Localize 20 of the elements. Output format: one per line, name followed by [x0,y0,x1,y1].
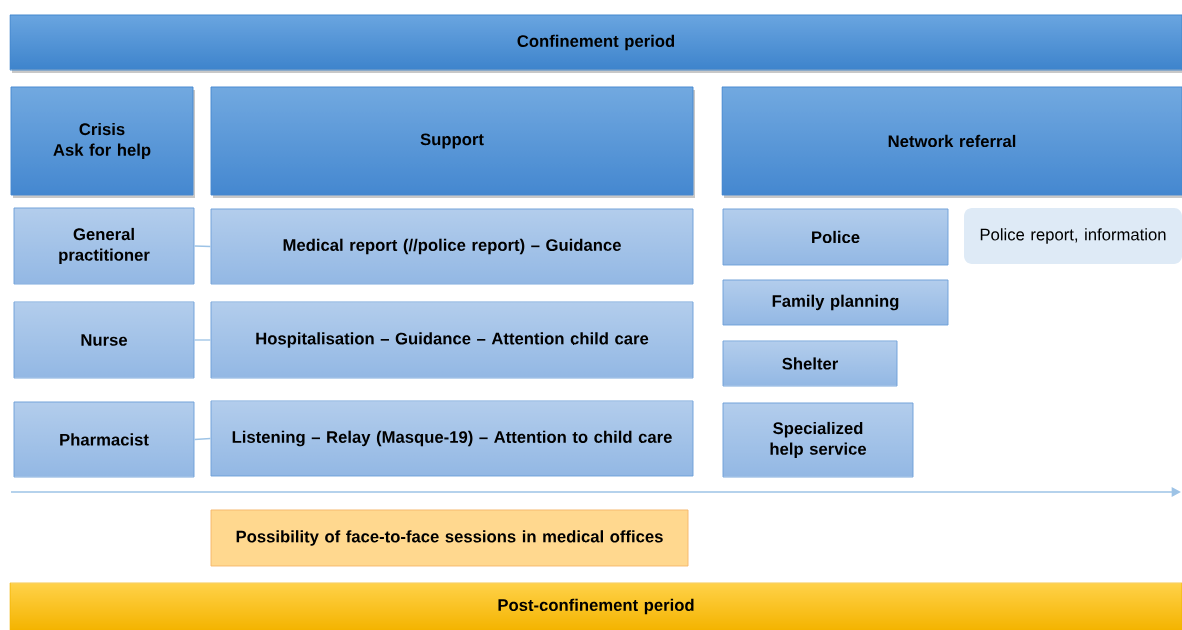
column-header: Network referral [721,86,1182,198]
process-box: Pharmacist [13,401,195,478]
column-header: Support [210,86,695,198]
process-box: Police [722,208,949,266]
connector-line [193,245,212,248]
connector-line [193,437,212,441]
note-box: Police report, information [964,208,1182,264]
note-box: Possibility of face-to-face sessions in medical offices [210,509,689,567]
column-header: Crisis Ask for help [10,86,195,198]
process-box: Shelter [722,340,898,387]
process-box: Listening – Relay (Masque-19) – Attention to child care [210,400,694,477]
connector-line [193,339,212,341]
process-box: Medical report (//police report) – Guidance [210,208,694,285]
process-box: Hospitalisation – Guidance – Attention child care [210,301,694,379]
process-box: Family planning [722,279,949,326]
process-box: General practitioner [13,207,195,285]
period-band: Confinement period [9,14,1182,73]
period-band: Post-confinement period [9,582,1182,630]
process-box: Nurse [13,301,195,379]
process-box: Specialized help service [722,402,914,478]
